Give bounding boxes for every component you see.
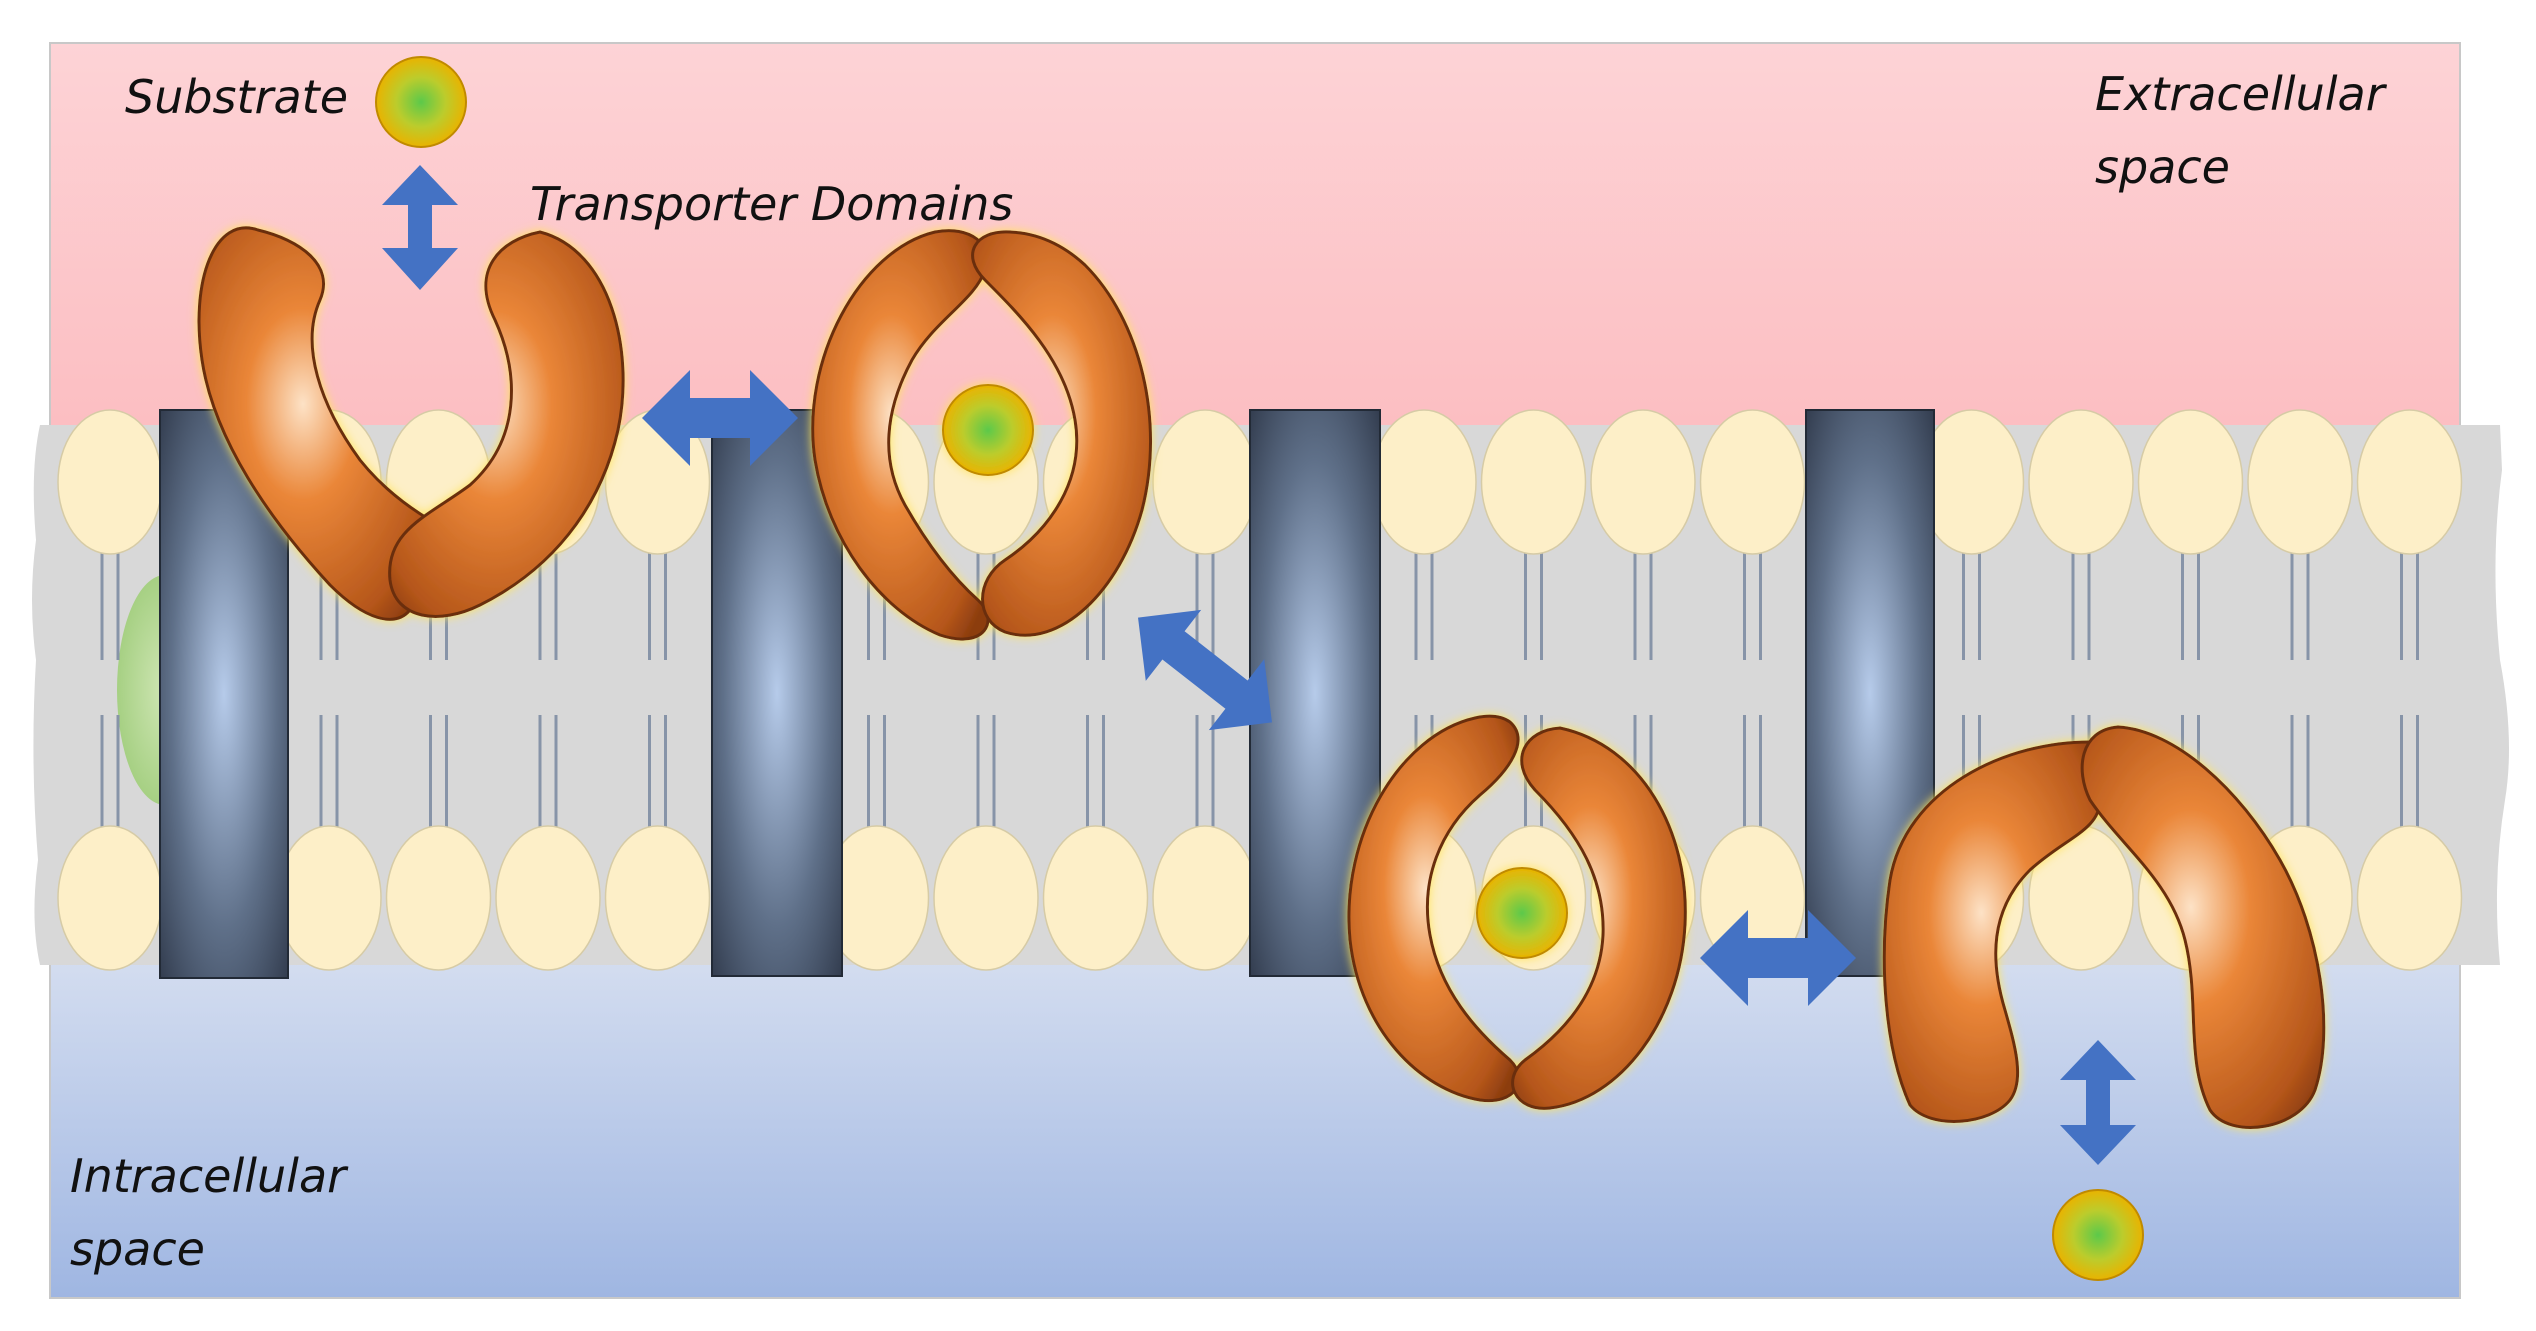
lipid-head-bottom <box>57 825 163 971</box>
double-arrow-vertical-top <box>382 165 458 290</box>
lipid-head-top <box>1480 409 1587 555</box>
transporter-domain-right <box>1511 726 1687 1110</box>
substrate-bound <box>942 384 1034 476</box>
transporter-state-inward-open <box>1882 725 2326 1129</box>
double-arrow-horizontal-1 <box>642 370 798 466</box>
lipid-head-bottom <box>2356 825 2463 971</box>
lipid-head-bottom <box>604 825 711 971</box>
lipid-head-bottom <box>1042 825 1149 971</box>
extracellular-label-line1: Extracellular <box>2095 67 2388 121</box>
lipid-head-bottom <box>1152 825 1258 971</box>
transporter-domain-right <box>388 230 625 618</box>
transporter-state-outward-open <box>197 226 625 621</box>
transporter-domain-left <box>1882 740 2102 1123</box>
substrate-bound <box>1476 867 1568 959</box>
transporter-domains-label: Transporter Domains <box>530 177 1013 231</box>
extracellular-label-line2: space <box>2095 140 2230 194</box>
substrate-label: Substrate <box>125 70 348 124</box>
substrate-intracellular <box>2052 1189 2144 1281</box>
lipid-head-top <box>1371 409 1477 555</box>
transporter-domain-left <box>1347 714 1521 1103</box>
transporter-domain-right <box>2080 725 2326 1129</box>
lipid-head-top <box>2356 409 2463 555</box>
lipid-head-top <box>2137 409 2244 555</box>
lipid-head-bottom <box>385 825 492 971</box>
lipid-head-top <box>2247 409 2353 555</box>
transporter-state-occluded-outer <box>811 229 1152 641</box>
lipid-head-top <box>1699 409 1806 555</box>
transporter-domain-right <box>971 230 1152 637</box>
intracellular-label-line1: Intracellular <box>70 1149 349 1203</box>
double-arrow-horizontal-2 <box>1700 910 1856 1006</box>
membrane-protein-2 <box>711 409 843 977</box>
lipid-head-top <box>2028 409 2134 555</box>
substrate-extracellular <box>375 56 467 148</box>
arrows <box>382 165 2136 1165</box>
lipid-head-bottom <box>276 825 382 971</box>
intracellular-label-line2: space <box>70 1222 205 1276</box>
transporter-state-occluded-inner <box>1347 714 1687 1110</box>
lipid-head-top <box>1590 409 1696 555</box>
lipid-head-top <box>1152 409 1258 555</box>
lipid-head-bottom <box>933 825 1039 971</box>
transporter-domain-left <box>811 229 990 641</box>
double-arrow-vertical-bottom <box>2060 1040 2136 1165</box>
double-arrow-diagonal <box>1138 609 1272 731</box>
lipid-head-bottom <box>495 825 601 971</box>
lipid-head-top <box>57 409 163 555</box>
background <box>49 42 2461 1299</box>
lipid-head-top <box>1918 409 2025 555</box>
